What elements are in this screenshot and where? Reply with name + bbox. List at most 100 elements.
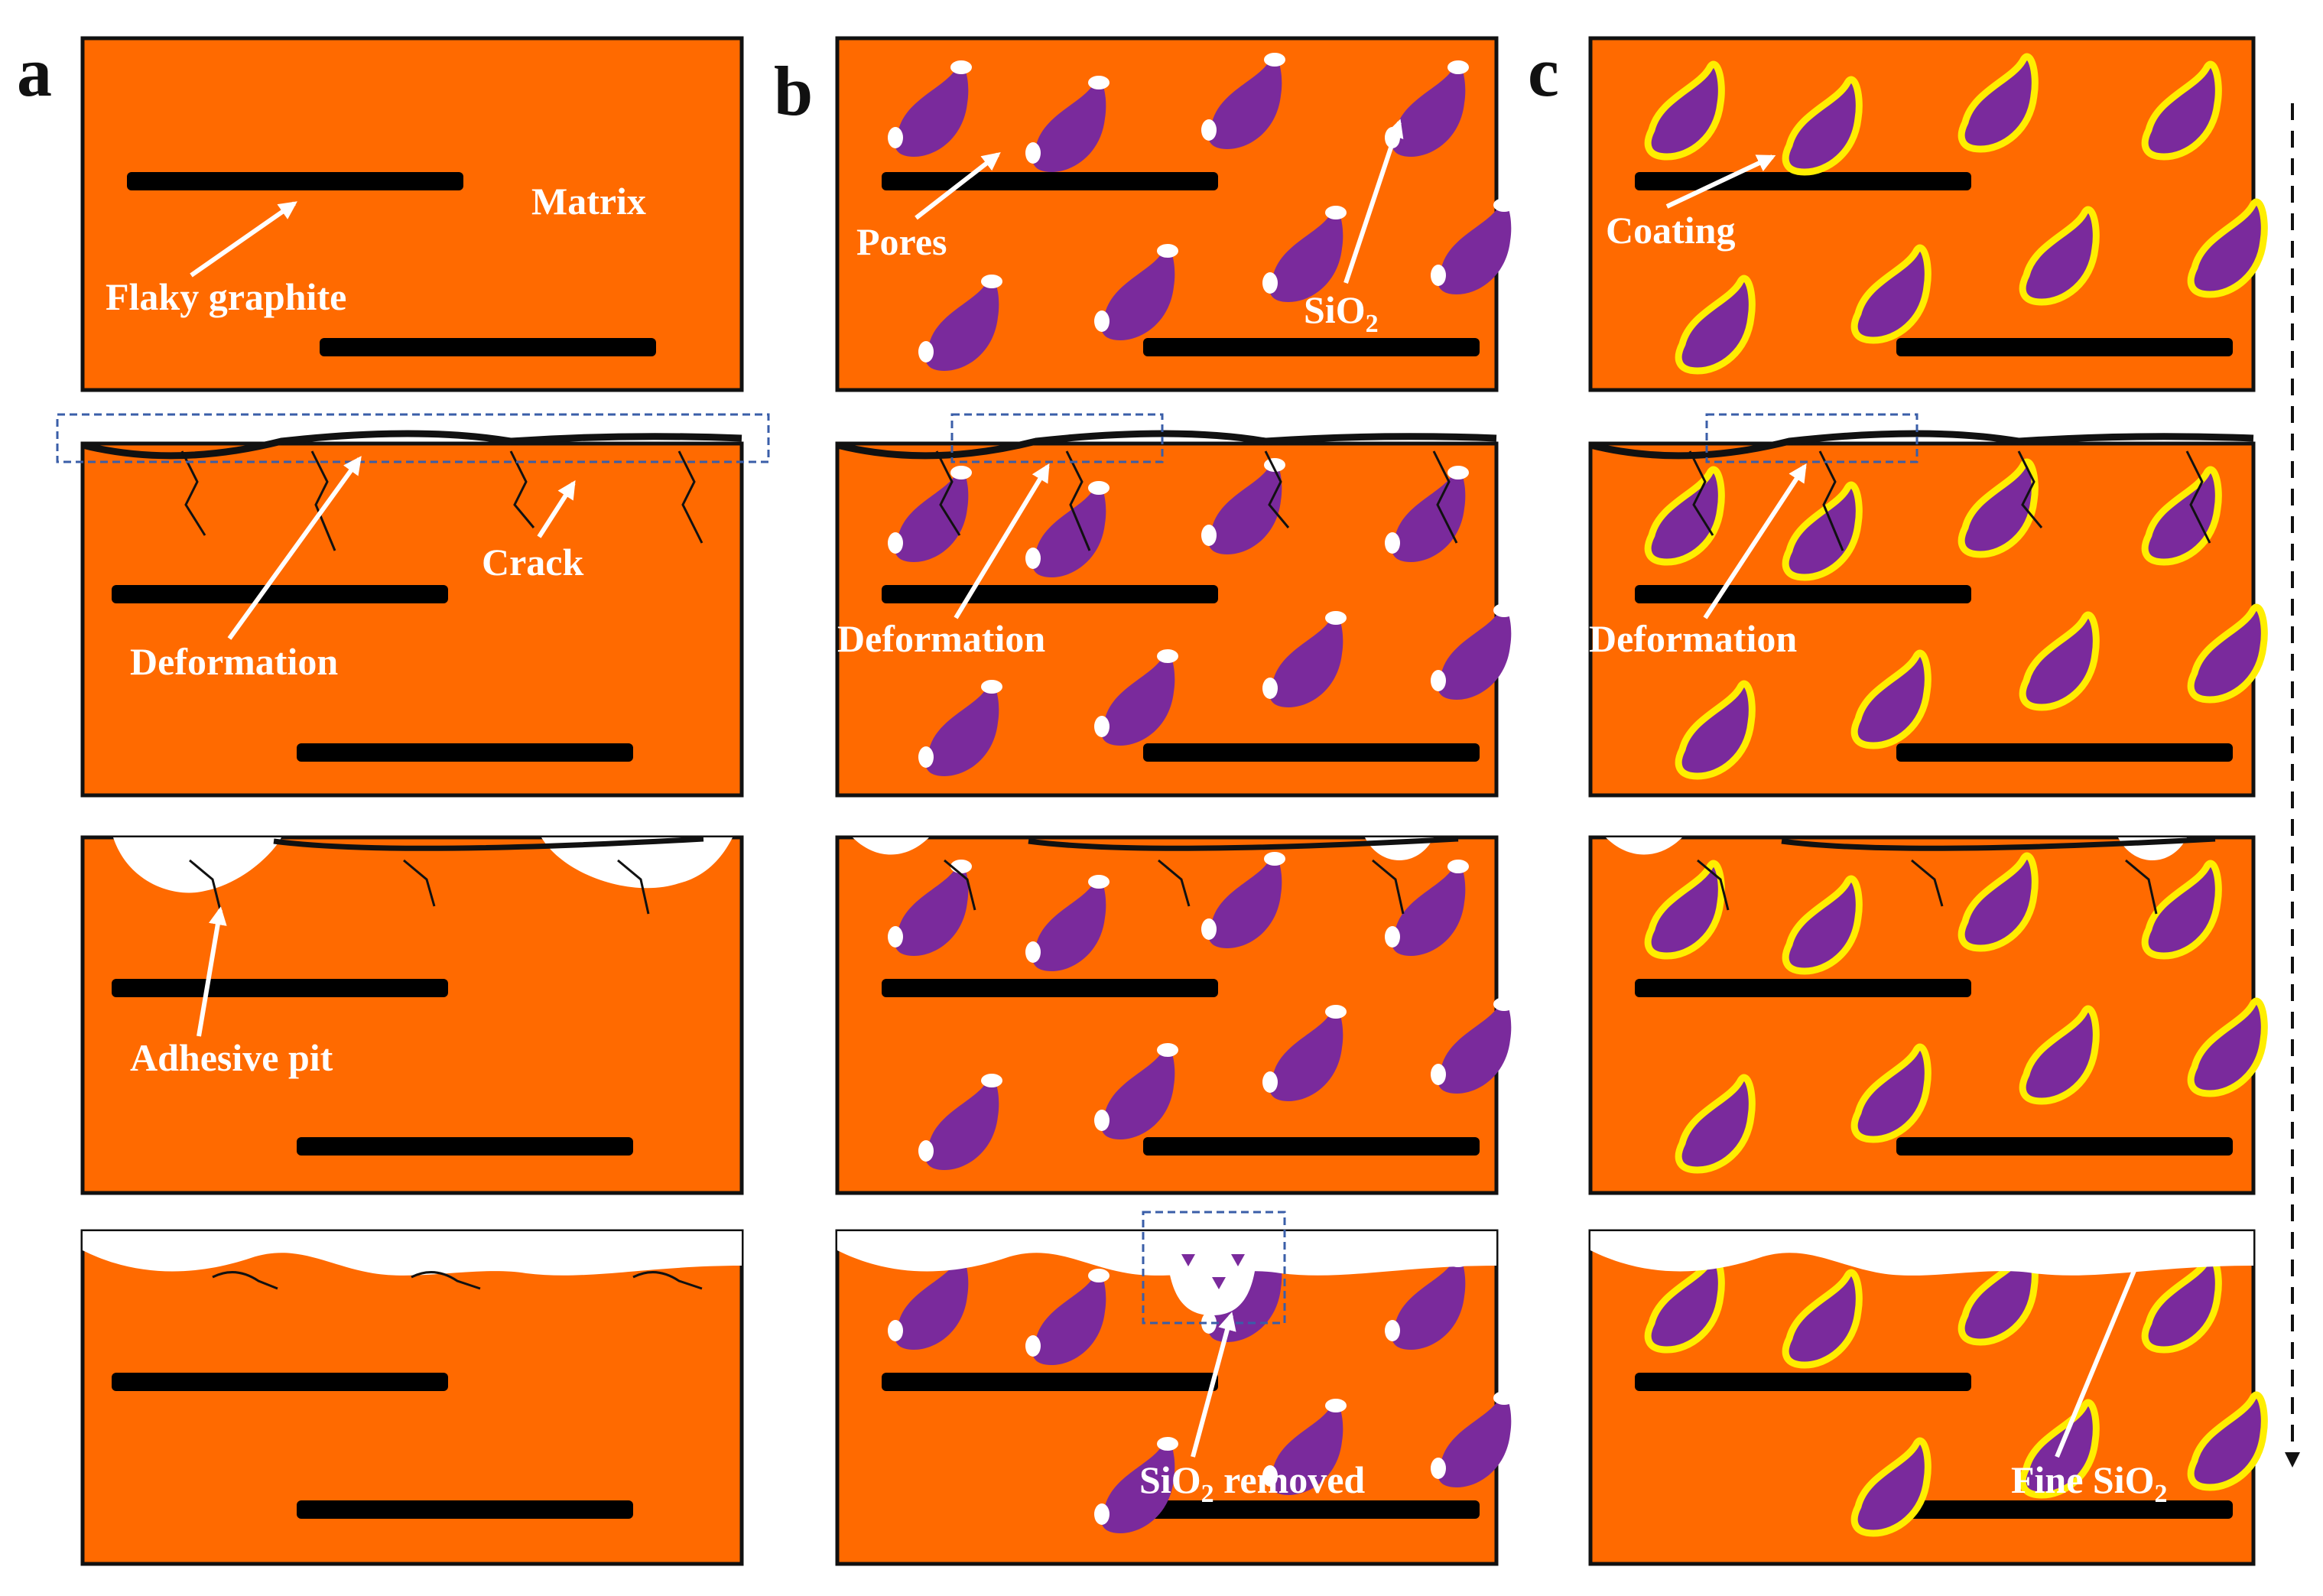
sio2-particle	[1094, 1043, 1178, 1139]
panel-b-4	[835, 1211, 1515, 1566]
sio2-particle	[888, 60, 972, 157]
label-pores: Pores	[856, 220, 947, 263]
crack-line	[1372, 859, 1405, 915]
arrow-pores	[915, 152, 1001, 220]
sio2-particle	[1201, 53, 1285, 149]
graphite-flake	[297, 743, 633, 762]
arrow-sio2-removed	[1191, 1312, 1236, 1458]
sio2-particle	[1782, 76, 1863, 176]
panel-a-1	[80, 36, 744, 392]
graphite-flake	[1896, 743, 2233, 762]
panel-a-2	[80, 430, 744, 798]
arrow-deformation-b	[954, 463, 1050, 619]
crack-line	[403, 859, 436, 907]
sio2-particle	[1850, 244, 1932, 344]
crack-line	[2017, 450, 2043, 528]
crack-line	[1065, 450, 1091, 551]
sio2-particle	[1094, 244, 1178, 340]
sio2-particle	[1644, 1253, 1725, 1354]
crack-line	[1697, 859, 1730, 911]
panel-b-2	[835, 430, 1515, 798]
crack-line	[212, 1271, 278, 1290]
sio2-particle	[1201, 852, 1285, 948]
graphite-flake	[882, 585, 1218, 603]
sio2-particle	[888, 860, 972, 956]
arrow-sio2	[1343, 119, 1404, 284]
crack-line	[1432, 450, 1458, 544]
sio2-particle	[1385, 466, 1469, 562]
panel-b-1	[835, 36, 1515, 392]
sio2-particle	[2141, 1253, 2222, 1354]
sio2-particle	[1025, 875, 1110, 971]
graphite-flake	[1143, 338, 1480, 356]
crack-line	[411, 1271, 481, 1290]
label-matrix: Matrix	[531, 180, 646, 223]
label-deformation-b: Deformation	[837, 617, 1045, 660]
label-adhesive-pit: Adhesive pit	[130, 1036, 333, 1079]
crack-line	[180, 450, 206, 536]
sio2-particle	[2187, 997, 2268, 1097]
sio2-particle	[1094, 1437, 1178, 1533]
deformed-surface	[81, 430, 742, 460]
worn-layer	[1590, 1231, 2253, 1276]
arrow-flaky-graphite	[190, 201, 297, 278]
panel-c-3	[1588, 835, 2268, 1195]
sio2-particle	[918, 1074, 1002, 1170]
sio2-particle	[1957, 53, 2039, 153]
deformed-surface	[1589, 430, 2254, 460]
label-crack: Crack	[482, 541, 583, 583]
worn-layer	[837, 1231, 1496, 1276]
graphite-flake	[1896, 1137, 2233, 1156]
sio2-particle	[2187, 1391, 2268, 1491]
graphite-flake	[112, 585, 448, 603]
label-deformation-a: Deformation	[130, 640, 338, 683]
graphite-flake	[882, 979, 1218, 997]
sio2-removed-pit	[1166, 1231, 1258, 1315]
crack-line	[1264, 450, 1290, 528]
sio2-particle	[888, 466, 972, 562]
sio2-particle	[1025, 481, 1110, 577]
sio2-particle	[2019, 206, 2100, 306]
graphite-flake	[1143, 1500, 1480, 1519]
sio2-particle	[1025, 1269, 1110, 1365]
sio2-particle	[1385, 860, 1469, 956]
sio2-particle	[1675, 680, 1756, 780]
sio2-particle	[1262, 1005, 1347, 1101]
sio2-particle	[1957, 1246, 2039, 1346]
sio2-particle	[1957, 458, 2039, 558]
graphite-flake	[112, 1373, 448, 1391]
sio2-particle	[1431, 997, 1515, 1094]
crack-line	[189, 859, 222, 911]
panel-a-3	[80, 835, 744, 1195]
graphite-flake	[1896, 338, 2233, 356]
label-flaky-graphite: Flaky graphite	[106, 275, 346, 318]
graphite-flake	[127, 172, 463, 190]
arrow-adhesive-pit	[197, 906, 227, 1037]
sio2-particle	[1262, 611, 1347, 707]
graphite-flake	[882, 1373, 1218, 1391]
sio2-particle	[2019, 611, 2100, 711]
arrow-deformation-c	[1703, 463, 1807, 619]
graphite-flake	[1143, 743, 1480, 762]
sio2-particle	[1957, 852, 2039, 952]
matrix-block	[80, 36, 744, 392]
label-sio2-b: SiO2	[1304, 288, 1379, 338]
panel-letter-a: a	[17, 33, 52, 111]
crack-line	[2125, 859, 2158, 915]
graphite-flake	[1896, 1500, 2233, 1519]
sio2-particle	[1782, 875, 1863, 975]
label-deformation-c: Deformation	[1589, 617, 1797, 660]
highlight-box	[1705, 413, 1919, 463]
panel-a-4	[80, 1229, 744, 1566]
sio2-particle	[2019, 1005, 2100, 1105]
crack-line	[1688, 450, 1714, 536]
crack-line	[509, 450, 535, 528]
label-fine-sio2: Fine SiO2	[2011, 1458, 2168, 1508]
highlight-box	[950, 413, 1164, 463]
sio2-particle	[2141, 860, 2222, 960]
sio2-particle	[1262, 206, 1347, 302]
arrow-deformation-a	[227, 456, 362, 640]
graphite-flake	[1635, 1373, 1971, 1391]
